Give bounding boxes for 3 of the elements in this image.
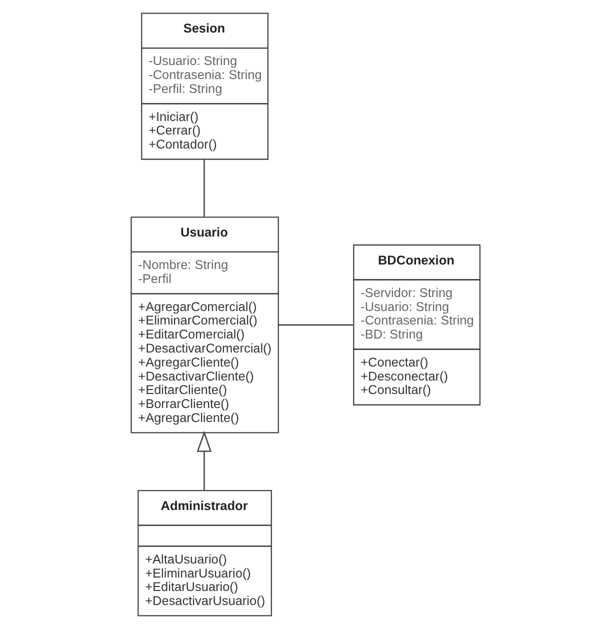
connector (277, 324, 352, 326)
arrow (196, 430, 212, 491)
connector (203, 160, 204, 217)
